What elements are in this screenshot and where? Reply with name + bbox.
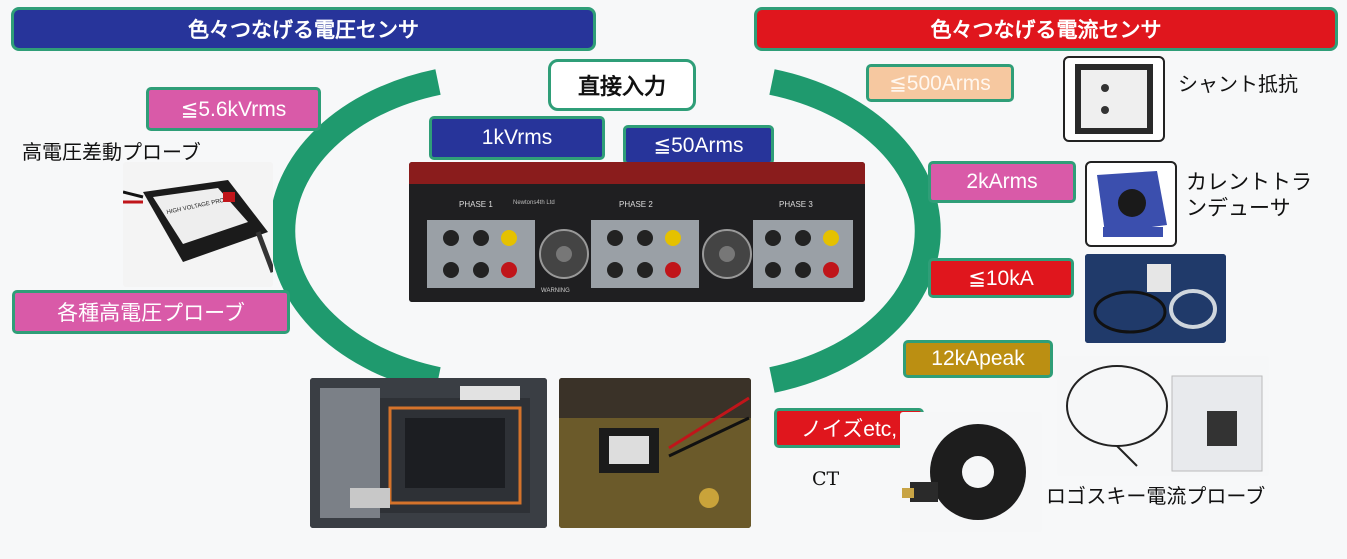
tag-5-6kv-text: ≦5.6kVrms (180, 97, 287, 121)
label-ct: CT (812, 468, 840, 490)
current-sensor-header: 色々つなげる電流センサ (754, 7, 1338, 51)
shunt-resistor-photo (1063, 56, 1165, 142)
phase1-label: PHASE 1 (459, 200, 493, 209)
fan-right (702, 229, 752, 279)
flexible-probe-drawing (1085, 254, 1226, 343)
label-shunt-resistor: シャント抵抗 (1178, 72, 1298, 96)
flexible-probe-photo (1085, 254, 1226, 343)
rogowski-probe-drawing (1057, 356, 1269, 476)
current-transducer-photo (1085, 161, 1177, 247)
tag-various-hv-probes-text: 各種高電圧プローブ (57, 302, 245, 325)
ct-drawing (900, 412, 1042, 532)
phase1-terminals (427, 220, 535, 288)
voltage-1kv-text: 1kVrms (481, 126, 553, 149)
ct-photo (900, 412, 1042, 532)
tag-noise: ノイズetc, (774, 408, 924, 448)
left-arc (269, 69, 441, 393)
current-sensor-header-text: 色々つなげる電流センサ (930, 18, 1162, 42)
voltage-1kv-tag: 1kVrms (429, 116, 605, 160)
pcb-probe-photo (559, 378, 751, 528)
inverter-board-drawing (310, 378, 547, 528)
inverter-board-photo (310, 378, 547, 528)
shunt-resistor-drawing (1075, 64, 1153, 134)
tag-12kapeak-text: 12kApeak (931, 347, 1025, 370)
rogowski-probe-photo (1057, 356, 1269, 476)
direct-input-tag: 直接入力 (548, 59, 696, 111)
current-50a-tag: ≦50Arms (623, 125, 774, 165)
label-differential-probe: 高電圧差動プローブ (22, 140, 201, 164)
power-analyzer-drawing: PHASE 1 PHASE 2 PHASE 3 Newtons4th Ltd W… (409, 162, 865, 302)
direct-input-text: 直接入力 (577, 75, 666, 100)
tag-5-6kv: ≦5.6kVrms (146, 87, 321, 131)
top-bezel (409, 162, 865, 184)
tag-500a: ≦500Arms (866, 64, 1014, 102)
tag-2ka-text: 2kArms (966, 170, 1038, 193)
tag-12kapeak: 12kApeak (903, 340, 1053, 378)
voltage-sensor-header-text: 色々つなげる電圧センサ (188, 18, 419, 42)
label-current-transducer-2: ンデューサ (1186, 196, 1291, 220)
voltage-sensor-header: 色々つなげる電圧センサ (11, 7, 596, 51)
power-analyzer-photo: PHASE 1 PHASE 2 PHASE 3 Newtons4th Ltd W… (409, 162, 865, 302)
differential-probe-drawing: HIGH VOLTAGE PROBE (123, 162, 273, 287)
warning-label: WARNING (541, 288, 570, 294)
pcb-probe-drawing (559, 378, 751, 528)
label-rogowski-probe: ロゴスキー電流プローブ (1046, 484, 1266, 508)
tag-2ka: 2kArms (928, 161, 1076, 203)
current-transducer-drawing (1097, 171, 1167, 237)
phase3-terminals (753, 220, 853, 288)
tag-10ka-text: ≦10kA (968, 266, 1034, 290)
tag-10ka: ≦10kA (928, 258, 1074, 298)
brand-label: Newtons4th Ltd (513, 200, 555, 206)
phase2-terminals (591, 220, 699, 288)
phase2-label: PHASE 2 (619, 200, 653, 209)
label-current-transducer-1: カレントトラ (1186, 170, 1312, 194)
tag-noise-text: ノイズetc, (800, 418, 898, 441)
phase3-label: PHASE 3 (779, 200, 813, 209)
tag-various-hv-probes: 各種高電圧プローブ (12, 290, 290, 334)
current-50a-text: ≦50Arms (653, 133, 744, 157)
differential-probe-photo: HIGH VOLTAGE PROBE (123, 162, 273, 287)
tag-500a-text: ≦500Arms (889, 71, 991, 95)
fan-left (539, 229, 589, 279)
right-arc (769, 69, 941, 393)
